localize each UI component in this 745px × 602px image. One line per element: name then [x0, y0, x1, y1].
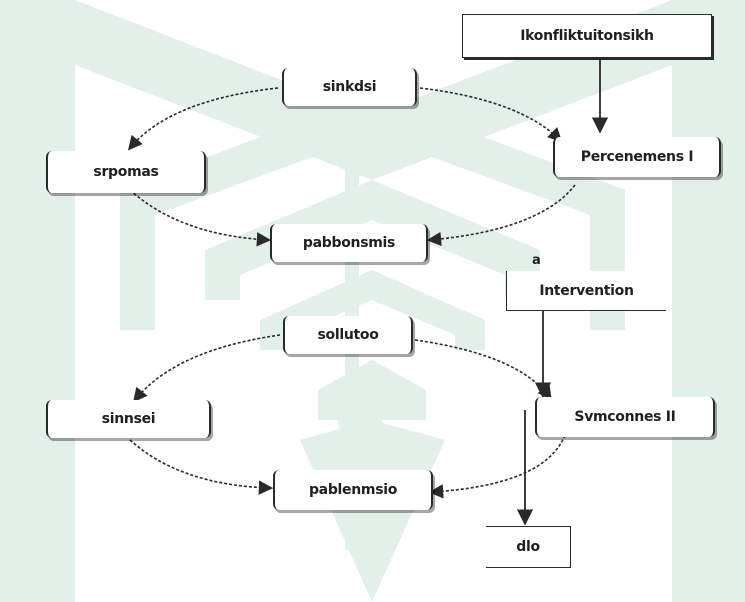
- edge-c2-left-to-bottom: [129, 439, 274, 495]
- edge-c1-left-to-bottom: [129, 189, 272, 247]
- node-c2-left: sinnsei: [46, 400, 211, 438]
- node-source: Ikonfliktuitonsikh: [462, 14, 712, 58]
- edge-c2-top-to-right: [414, 339, 552, 401]
- edge-c2-right-to-bottom: [428, 434, 566, 499]
- node-end: dlo: [486, 526, 571, 568]
- edge-c2-top-to-left: [132, 334, 281, 403]
- edge-c1-top-to-right: [419, 87, 563, 143]
- node-c2-right: Svmconnes II: [535, 397, 715, 437]
- node-c2-top: sollutoo: [283, 316, 413, 354]
- node-intervention: Intervention: [506, 271, 666, 311]
- node-c2-bottom: pablenmsio: [273, 470, 433, 510]
- edge-c1-top-to-left: [127, 87, 279, 151]
- node-c1-right: Percenemens I: [553, 137, 721, 177]
- intervention-mark: a: [532, 253, 541, 268]
- edge-c1-right-to-bottom: [426, 184, 576, 247]
- node-c1-bottom: pabbonsmis: [270, 224, 428, 262]
- node-c1-top: sinkdsi: [282, 68, 417, 106]
- node-c1-left: srpomas: [46, 151, 206, 193]
